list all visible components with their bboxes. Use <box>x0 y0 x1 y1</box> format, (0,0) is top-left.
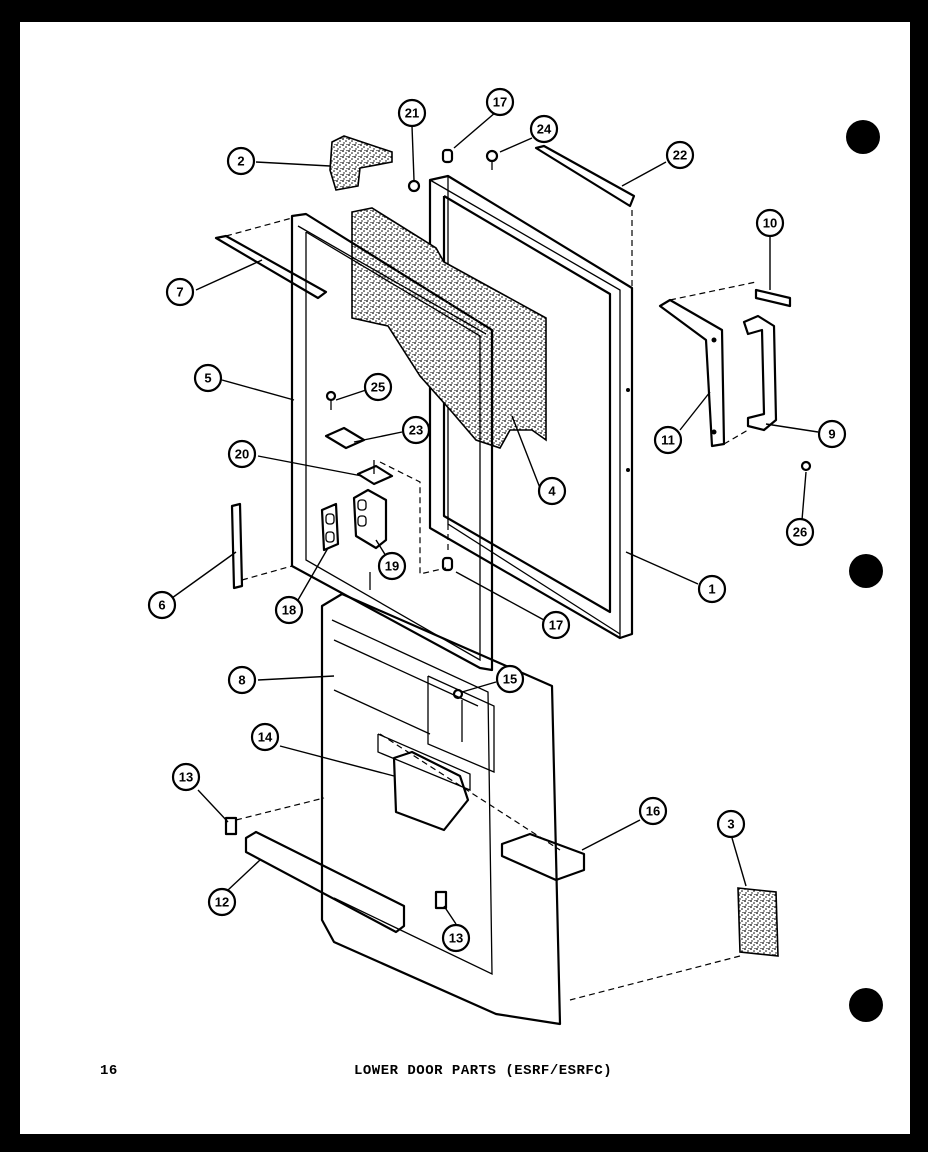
page-number: 16 <box>100 1063 118 1079</box>
callout-14: 14 <box>250 722 280 752</box>
top-trim-strip <box>214 217 328 300</box>
callout-2: 2 <box>226 146 256 176</box>
bracket-15 <box>452 688 464 742</box>
svg-text:16: 16 <box>646 804 660 819</box>
bracket-19 <box>352 488 388 550</box>
binder-hole-middle <box>849 554 883 588</box>
callout-22: 22 <box>665 140 695 170</box>
screw-26 <box>800 460 812 472</box>
insulation-panel <box>351 207 547 449</box>
callout-19: 19 <box>377 551 407 581</box>
parts-diagram-page: 2 21 17 24 22 7 5 25 23 20 4 6 18 19 17 … <box>20 22 910 1134</box>
bin-14 <box>392 750 470 832</box>
callout-11: 11 <box>653 425 683 455</box>
handle-bracket-11 <box>658 281 757 448</box>
callout-20: 20 <box>227 439 257 469</box>
svg-text:15: 15 <box>503 672 517 687</box>
callout-24: 24 <box>529 114 559 144</box>
callout-25: 25 <box>363 372 393 402</box>
shelf-tray-16 <box>500 832 586 882</box>
exploded-parts-diagram: 2 21 17 24 22 7 5 25 23 20 4 6 18 19 17 … <box>147 87 847 1026</box>
callout-26: 26 <box>785 517 815 547</box>
top-strip <box>534 144 636 290</box>
callout-15: 15 <box>495 664 525 694</box>
callout-13-right: 13 <box>441 923 471 953</box>
callout-17-bottom: 17 <box>541 610 571 640</box>
hinge-18 <box>320 502 340 552</box>
svg-text:12: 12 <box>215 895 229 910</box>
svg-text:11: 11 <box>661 433 675 448</box>
callout-7: 7 <box>165 277 195 307</box>
svg-text:21: 21 <box>405 106 419 121</box>
callout-12: 12 <box>207 887 237 917</box>
svg-text:5: 5 <box>204 371 211 386</box>
lower-door-liner <box>320 572 562 1026</box>
binder-hole-bottom <box>849 988 883 1022</box>
callout-6: 6 <box>147 590 177 620</box>
svg-text:22: 22 <box>673 148 687 163</box>
callout-9: 9 <box>817 419 847 449</box>
hinge-pin-bottom <box>441 516 454 572</box>
callout-3: 3 <box>716 809 746 839</box>
gasket-3 <box>569 887 779 1001</box>
svg-text:3: 3 <box>727 817 734 832</box>
leader-lines <box>171 111 819 925</box>
svg-text:14: 14 <box>258 730 273 745</box>
svg-text:6: 6 <box>158 598 165 613</box>
screw-24 <box>485 149 499 170</box>
callout-23: 23 <box>401 415 431 445</box>
callout-4: 4 <box>537 476 567 506</box>
plate-23 <box>324 426 366 450</box>
svg-text:13: 13 <box>449 931 463 946</box>
svg-text:9: 9 <box>828 427 835 442</box>
svg-text:17: 17 <box>549 618 563 633</box>
corner-bracket <box>329 135 393 191</box>
callout-1: 1 <box>697 574 727 604</box>
svg-text:25: 25 <box>371 380 385 395</box>
nut-21 <box>407 179 421 193</box>
binder-hole-top <box>846 120 880 154</box>
svg-text:2: 2 <box>237 154 244 169</box>
svg-text:7: 7 <box>176 285 183 300</box>
callout-18: 18 <box>274 595 304 625</box>
pin-20 <box>356 460 447 575</box>
svg-text:13: 13 <box>179 770 193 785</box>
svg-text:19: 19 <box>385 559 399 574</box>
svg-text:26: 26 <box>793 525 807 540</box>
svg-text:24: 24 <box>537 122 552 137</box>
handle-10 <box>754 288 792 308</box>
svg-text:23: 23 <box>409 423 423 438</box>
handle-9 <box>723 314 778 445</box>
clip-13-left <box>224 797 325 836</box>
svg-text:8: 8 <box>238 673 245 688</box>
svg-text:4: 4 <box>548 484 556 499</box>
callout-17-top: 17 <box>485 87 515 117</box>
svg-text:18: 18 <box>282 603 296 618</box>
svg-text:20: 20 <box>235 447 249 462</box>
callout-5: 5 <box>193 363 223 393</box>
callout-13-left: 13 <box>171 762 201 792</box>
svg-text:1: 1 <box>708 582 715 597</box>
bottom-rail-12 <box>244 830 406 934</box>
clip-13-right <box>434 890 448 910</box>
callout-21: 21 <box>397 98 427 128</box>
svg-text:17: 17 <box>493 95 507 110</box>
callout-8: 8 <box>227 665 257 695</box>
callout-10: 10 <box>755 208 785 238</box>
diagram-caption: LOWER DOOR PARTS (ESRF/ESRFC) <box>354 1063 613 1079</box>
callout-16: 16 <box>638 796 668 826</box>
hinge-bushing-top <box>441 148 454 164</box>
screw-25 <box>325 390 337 410</box>
side-trim <box>230 502 293 590</box>
svg-text:10: 10 <box>763 216 777 231</box>
